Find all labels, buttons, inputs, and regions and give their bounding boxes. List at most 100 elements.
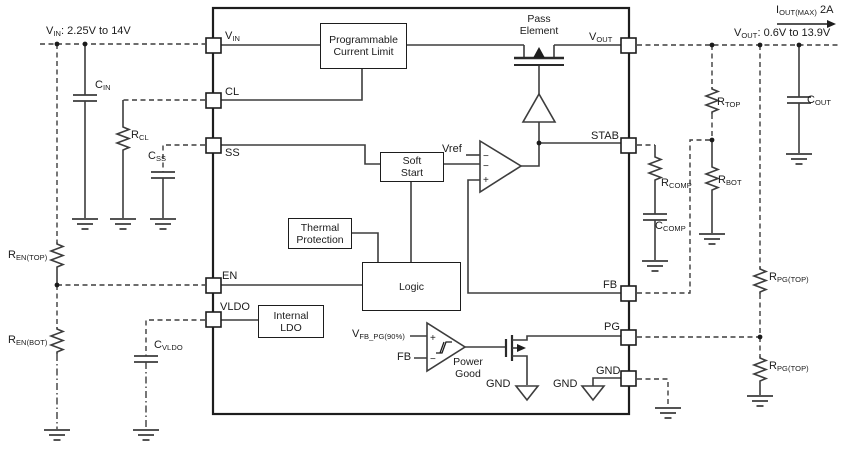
logic-block: Logic <box>362 262 461 311</box>
cvldo-capacitor-symbol <box>134 355 158 363</box>
cout-ground-icon <box>786 153 812 165</box>
ccomp-capacitor-symbol <box>643 213 667 221</box>
rpg-top1-resistor-symbol <box>751 267 769 294</box>
block-label: Soft Start <box>400 155 424 179</box>
wire-segment <box>521 143 540 167</box>
arrow-head <box>827 20 836 28</box>
junction-dot <box>54 41 60 47</box>
pin-ss <box>205 137 222 154</box>
pass-mosfet-symbol <box>514 45 564 66</box>
pin-cl <box>205 92 222 109</box>
gnd-pin-ground-icon <box>655 407 681 419</box>
ren-bot-resistor-symbol <box>48 327 66 354</box>
cin-label: CIN <box>95 79 111 92</box>
rtop-resistor-symbol <box>703 87 721 114</box>
mosfet-arrow-icon <box>533 47 545 58</box>
rtop-label: RTOP <box>717 96 741 109</box>
vref-label: Vref <box>442 143 462 155</box>
fb-input-label: FB <box>397 351 412 363</box>
rbot-label: RBOT <box>718 174 742 187</box>
pin-pg <box>620 329 637 346</box>
cvldo-ground-icon <box>133 429 159 441</box>
block-label: Power Good <box>453 356 483 380</box>
vout-rail-label: VOUT: 0.6V to 13.9V <box>734 27 831 40</box>
pin-gnd-label: GND <box>596 365 621 377</box>
nmos-arrow-icon <box>517 344 526 352</box>
error-amp-plus: + <box>483 175 489 186</box>
pin-fb <box>620 285 637 302</box>
rpg-top2-resistor-symbol <box>751 356 769 383</box>
ren-top-resistor-symbol <box>48 242 66 269</box>
rbot-ground-icon <box>699 233 725 245</box>
vfb-pg-label: VFB_PG(90%) <box>352 328 405 341</box>
pin-gnd <box>620 370 637 387</box>
error-amp-minus1: − <box>483 151 489 162</box>
programmable-current-limit-block: Programmable Current Limit <box>320 23 407 69</box>
ccomp-label: CCOMP <box>655 220 686 233</box>
rcl-ground-icon <box>110 218 136 230</box>
ren-bot-label: REN(BOT) <box>8 334 48 347</box>
nmos-source-wire <box>512 355 528 385</box>
iout-arrow-icon <box>777 20 836 28</box>
pin-vldo <box>205 311 222 328</box>
gnd-ext-wire <box>637 378 669 407</box>
wire-segment <box>410 335 427 359</box>
wire-segment <box>467 179 621 294</box>
vldo-wire <box>145 319 205 356</box>
junction-dot <box>536 140 542 146</box>
cout-label: COUT <box>807 94 832 107</box>
pg-mosfet-symbol <box>504 335 621 385</box>
gnd-triangle-right-group <box>580 377 621 402</box>
wire-segment <box>221 67 363 101</box>
pin-ss-label: SS <box>225 147 240 159</box>
ren-ground-icon <box>44 429 70 441</box>
thermal-protection-block: Thermal Protection <box>288 218 352 249</box>
block-label: Thermal Protection <box>296 221 344 246</box>
css-ground-icon <box>150 218 176 230</box>
hysteresis-icon <box>436 341 452 354</box>
pass-element-label: Pass Element <box>514 13 564 37</box>
nmos-drain-wire <box>512 335 621 341</box>
css-label: CSS <box>148 150 167 163</box>
rbot-resistor-symbol <box>703 165 721 192</box>
pin-pg-label: PG <box>604 321 620 333</box>
pin-en-label: EN <box>222 270 238 282</box>
pin-en <box>205 277 222 294</box>
junction-dot <box>709 137 715 143</box>
rpg-ground-icon <box>747 395 773 407</box>
gnd-triangle-icon-left <box>514 385 540 402</box>
pin-vin-label: VIN <box>225 30 241 43</box>
iout-label: IOUT(MAX) 2A <box>776 4 834 17</box>
gnd-triangle-icon-right <box>580 385 606 402</box>
junction-dot <box>757 42 763 48</box>
junction-dot <box>54 282 60 288</box>
cin-capacitor-symbol <box>73 94 97 102</box>
pg-comparator-triangle <box>426 321 467 373</box>
pin-stab <box>620 137 637 154</box>
wire-segment <box>350 232 379 262</box>
pin-vldo-label: VLDO <box>220 301 250 313</box>
rcl-label: RCL <box>131 129 149 142</box>
mosfet-stubs <box>523 45 555 57</box>
solid-wires <box>56 44 800 395</box>
ic-pins <box>205 37 637 387</box>
cout-capacitor-symbol <box>787 96 811 104</box>
pin-stab-label: STAB <box>591 130 619 142</box>
block-label: Internal LDO <box>273 309 309 334</box>
block-label: Logic <box>398 280 425 293</box>
resistor-symbols <box>48 87 769 383</box>
error-amp-minus2: − <box>483 161 489 172</box>
gnd-left-label: GND <box>486 378 511 390</box>
rcomp-resistor-symbol <box>646 155 664 182</box>
ccomp-ground-icon <box>642 260 668 272</box>
junction-dots <box>54 41 802 340</box>
pg-comp-minus: − <box>430 354 436 365</box>
power-good-label: Power Good <box>446 356 490 380</box>
gnd-wire <box>592 377 621 386</box>
rcl-resistor-symbol <box>114 125 132 152</box>
dash-dot-wires <box>56 354 147 429</box>
ground-symbols <box>44 153 812 441</box>
block-label: Pass Element <box>519 13 559 37</box>
rpg-top1-label: RPG(TOP) <box>769 271 809 284</box>
